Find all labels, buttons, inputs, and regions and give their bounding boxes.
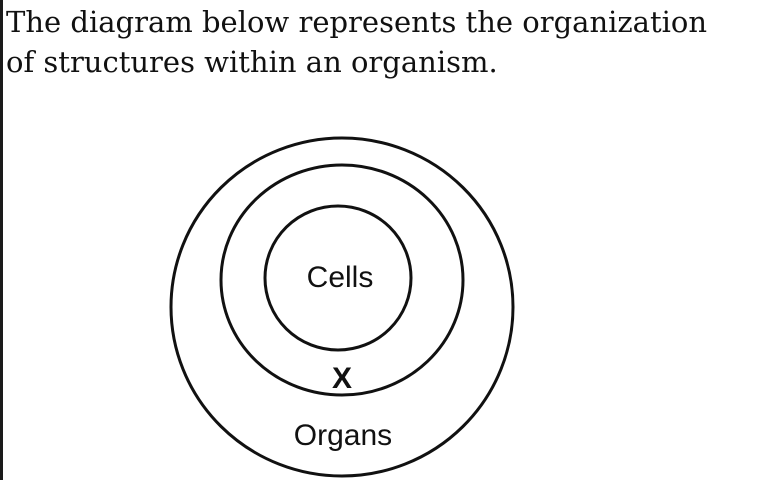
middle-circle [219,163,465,397]
cells-label: Cells [307,261,374,294]
inner-circle [263,204,413,352]
question-text: The diagram below represents the organiz… [6,2,754,82]
left-border-rule [0,0,3,480]
x-label: X [332,362,352,395]
organs-label: Organs [294,419,392,452]
question-line-2: of structures within an organism. [6,45,498,79]
outer-circle [169,136,515,478]
question-line-1: The diagram below represents the organiz… [6,5,708,39]
